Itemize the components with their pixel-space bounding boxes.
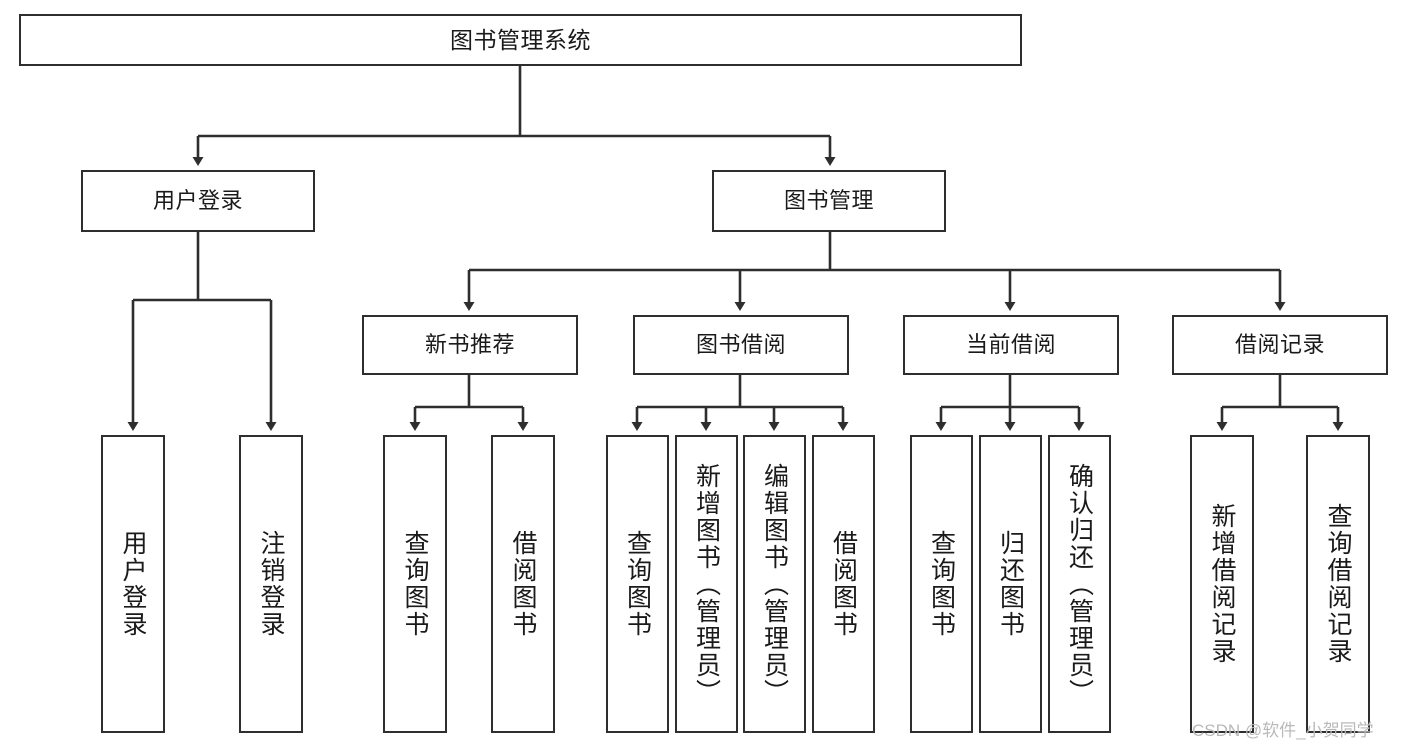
leaf-borrow-record-add-record[interactable]: 新增借阅记录	[1190, 435, 1254, 733]
node-book-borrow[interactable]: 图书借阅	[633, 315, 849, 375]
leaf-borrow-record-query-record[interactable]: 查询借阅记录	[1306, 435, 1370, 733]
node-label: 借阅图书	[829, 530, 858, 638]
leaf-current-borrow-return-book[interactable]: 归还图书	[979, 435, 1042, 733]
node-book-management[interactable]: 图书管理	[712, 170, 946, 232]
node-label: 确认归还（管理员）	[1065, 462, 1094, 706]
node-label: 新增图书（管理员）	[692, 462, 721, 706]
node-label: 图书借阅	[695, 332, 786, 357]
watermark-text: CSDN @软件_小贺同学	[1192, 721, 1374, 740]
node-label: 查询图书	[927, 530, 956, 638]
node-root-book-management-system[interactable]: 图书管理系统	[19, 14, 1022, 66]
leaf-user-login-logout[interactable]: 注销登录	[239, 435, 303, 733]
node-new-book-recommend[interactable]: 新书推荐	[362, 315, 578, 375]
leaf-current-borrow-confirm-return-admin[interactable]: 确认归还（管理员）	[1048, 435, 1111, 733]
node-label: 借阅图书	[509, 530, 537, 638]
node-label: 注销登录	[257, 530, 285, 638]
node-label: 借阅记录	[1234, 332, 1325, 357]
node-label: 当前借阅	[965, 332, 1056, 357]
leaf-book-borrow-add-book-admin[interactable]: 新增图书（管理员）	[675, 435, 738, 733]
leaf-book-borrow-edit-book-admin[interactable]: 编辑图书（管理员）	[743, 435, 806, 733]
node-label: 查询图书	[401, 530, 429, 638]
node-label: 用户登录	[119, 530, 147, 638]
node-user-login[interactable]: 用户登录	[81, 170, 315, 232]
node-label: 查询图书	[623, 530, 652, 638]
node-label: 用户登录	[152, 188, 243, 213]
node-label: 图书管理	[783, 188, 874, 213]
node-borrow-record[interactable]: 借阅记录	[1172, 315, 1388, 375]
node-label: 归还图书	[996, 530, 1025, 638]
node-label: 编辑图书（管理员）	[760, 462, 789, 706]
leaf-new-book-query-book[interactable]: 查询图书	[383, 435, 447, 733]
node-label: 新增借阅记录	[1208, 503, 1236, 665]
leaf-current-borrow-query-book[interactable]: 查询图书	[910, 435, 973, 733]
leaf-book-borrow-borrow-book[interactable]: 借阅图书	[812, 435, 875, 733]
node-label: 查询借阅记录	[1324, 503, 1352, 665]
node-label: 图书管理系统	[450, 26, 591, 53]
leaf-new-book-borrow-book[interactable]: 借阅图书	[491, 435, 555, 733]
leaf-user-login-login[interactable]: 用户登录	[101, 435, 165, 733]
node-current-borrow[interactable]: 当前借阅	[903, 315, 1119, 375]
leaf-book-borrow-query-book[interactable]: 查询图书	[606, 435, 669, 733]
node-label: 新书推荐	[424, 332, 515, 357]
